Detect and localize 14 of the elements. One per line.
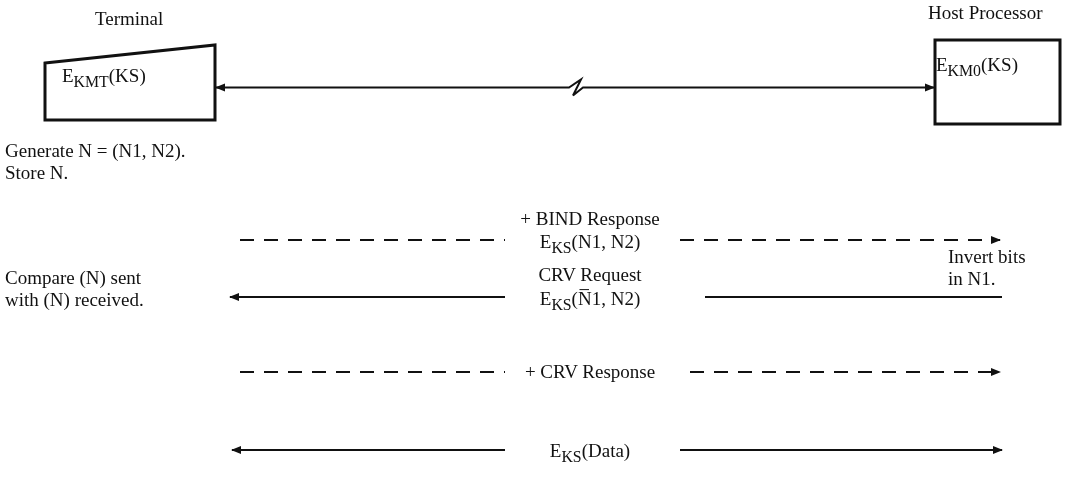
node-title: Terminal	[95, 8, 164, 30]
node-label: E$_{KM0}$(KS)	[936, 54, 1018, 81]
note-text: Invert bits in N1.	[948, 246, 1027, 290]
note-text: Generate N = (N1, N2). Store N.	[5, 140, 187, 184]
note-text: Compare (N) sent with (N) received.	[5, 267, 145, 311]
message-label: + BIND Response	[519, 208, 661, 230]
message-label: E$_{KS}$(Data)	[548, 440, 632, 467]
message-label: + CRV Response	[523, 361, 657, 383]
message-label: CRV Request	[537, 264, 643, 286]
connection-line	[215, 76, 935, 97]
node-label: E$_{KMT}$(KS)	[62, 65, 146, 92]
node-title: Host Processor	[928, 2, 1043, 24]
message-label: E$_{KS}$(N1, N2)	[538, 231, 642, 258]
message-label: E$_{KS}$(N̅1, N2)	[538, 288, 642, 315]
